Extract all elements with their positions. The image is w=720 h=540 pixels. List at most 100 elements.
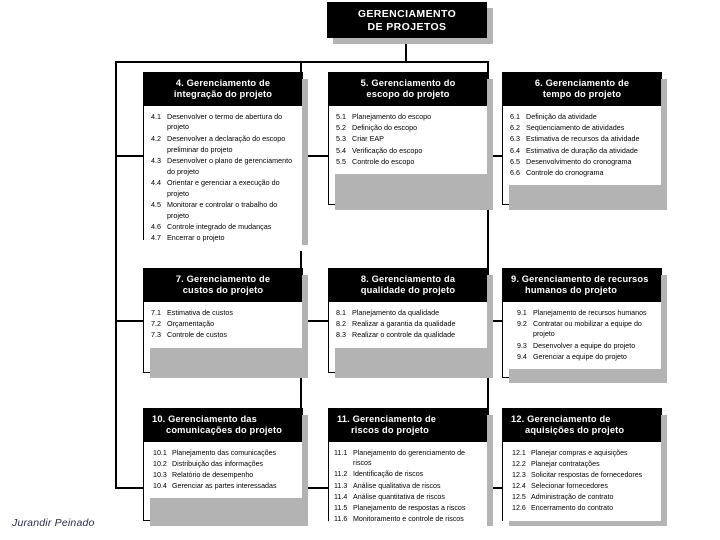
box-header-line2: integração do projeto — [173, 89, 273, 100]
process-label: Desenvolver o termo de abertura do proje… — [167, 111, 283, 132]
process-list-item: 5.2 Definição do escopo — [336, 123, 482, 134]
process-number: 6.2 — [510, 122, 520, 132]
process-label: Análise qualitativa de riscos — [353, 481, 441, 490]
process-label: Definição do escopo — [352, 122, 418, 132]
process-number: 6.5 — [510, 156, 520, 166]
process-number: 4.2 — [151, 133, 161, 143]
process-number: 12.6 — [512, 504, 526, 513]
process-label: Estimativa de duração da atividade — [526, 145, 638, 155]
process-number: 4.1 — [151, 111, 161, 121]
process-number: 9.1 — [517, 308, 527, 317]
process-label: Planejar contratações — [531, 459, 600, 468]
process-number: 5.2 — [336, 122, 346, 132]
process-label: Encerramento do contrato — [531, 504, 614, 513]
box-header-line2: custos do projeto — [182, 285, 264, 296]
process-label: Monitorar e controlar o trabalho do proj… — [167, 200, 278, 220]
connector-stub-node-4 — [115, 155, 144, 157]
process-list-item: 11.3 Análise qualitativa de riscos — [334, 481, 482, 492]
process-number: 4.4 — [151, 177, 161, 187]
box-header-line1: 10. Gerenciamento das — [152, 414, 257, 424]
box-header-line1: 8. Gerenciamento da — [360, 274, 456, 284]
box-header-line2: riscos do projeto — [351, 425, 429, 436]
connector-spine-right — [487, 61, 489, 488]
process-label: Verificação do escopo — [352, 145, 423, 155]
process-number: 9.4 — [517, 352, 527, 361]
process-number: 6.6 — [510, 168, 520, 178]
process-label: Desenvolvimento do cronograma — [526, 156, 632, 166]
process-number: 11.6 — [334, 515, 348, 523]
box-header-line2: tempo do projeto — [542, 89, 622, 100]
process-label: Desenvolver o plano de gerenciamento do … — [167, 155, 293, 176]
process-label: Desenvolver a equipe do projeto — [533, 341, 636, 350]
process-number: 10.4 — [153, 482, 167, 491]
process-number: 11.2 — [334, 470, 348, 479]
process-number: 5.1 — [336, 111, 346, 121]
process-label: Distribuição das informações — [172, 459, 264, 468]
connector-stub-node-8 — [300, 320, 329, 322]
process-label: Relatório de desempenho — [172, 470, 254, 479]
process-list-item: 5.5 Controle do escopo — [336, 157, 482, 168]
process-number: 11.3 — [334, 481, 348, 490]
process-label: Controle do escopo — [352, 156, 415, 166]
connector-spine-left — [115, 61, 117, 488]
process-list-item: 10.3 Relatório de desempenho — [153, 470, 297, 481]
connector-stub-node-7 — [115, 320, 144, 322]
process-number: 11.5 — [334, 503, 348, 512]
process-label: Criar EAP — [352, 134, 384, 144]
process-number: 6.1 — [510, 111, 520, 121]
box-header-line2: escopo do projeto — [366, 89, 450, 100]
box-process-list: 4.1 Desenvolver o termo de abertura do pr… — [144, 105, 302, 251]
process-number: 5.5 — [336, 156, 346, 166]
process-label: Seqüenciamento de atividades — [526, 122, 625, 132]
process-label: Estimativa de custos — [167, 307, 233, 317]
box-header-line2: comunicações do projeto — [166, 425, 283, 436]
process-label: Planejamento do gerenciamento de riscos — [353, 448, 466, 468]
process-number: 10.3 — [153, 470, 167, 479]
process-label: Planejar compras e aquisições — [531, 448, 628, 457]
process-label: Planejamento de recursos humanos — [533, 308, 647, 317]
process-number: 6.4 — [510, 145, 520, 155]
author-credit: Jurandir Peinado — [12, 517, 95, 529]
process-label: Planejamento da qualidade — [352, 307, 440, 317]
process-label: Gerenciar as partes interessadas — [172, 482, 277, 491]
